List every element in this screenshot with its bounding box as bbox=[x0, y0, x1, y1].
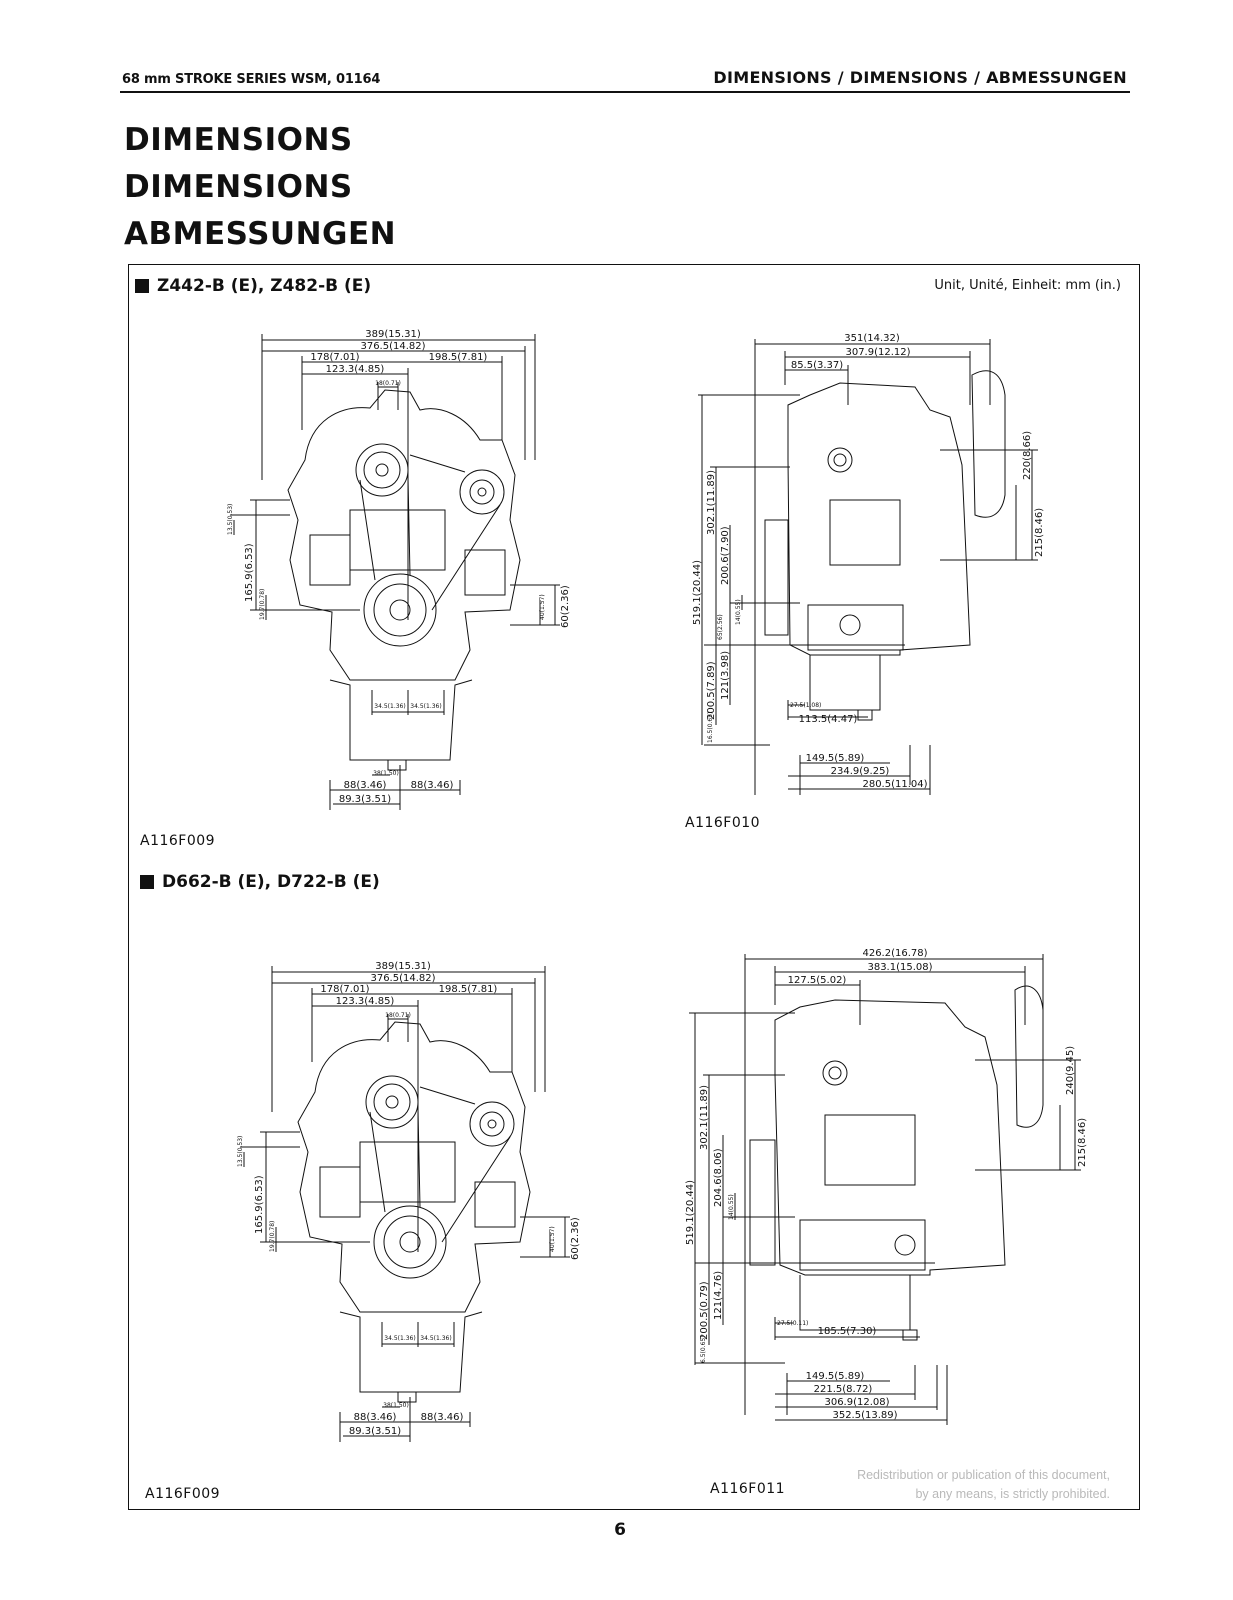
dim-overall-height: 519.1(20.44) bbox=[692, 560, 703, 625]
dim-small-offset: 18(0.71) bbox=[375, 380, 401, 387]
figure-code: A116F009 bbox=[145, 1486, 221, 1502]
dim-mount-b: 149.5(5.89) bbox=[806, 753, 865, 764]
dim-length-2: 383.1(15.08) bbox=[867, 962, 932, 973]
dim-mount-b: 149.5(5.89) bbox=[806, 1371, 865, 1382]
page-title-en: DIMENSIONS bbox=[124, 122, 353, 158]
dim-mount-offset: 89.3(3.51) bbox=[339, 794, 391, 805]
drawing-frame bbox=[128, 264, 1140, 1510]
page-title-de: ABMESSUNGEN bbox=[124, 216, 397, 252]
dim-height-upper: 302.1(11.89) bbox=[699, 1085, 710, 1150]
dim-fan-offset: 215(8.46) bbox=[1034, 508, 1045, 557]
dim-overall-width: 389(15.31) bbox=[375, 961, 431, 972]
dim-height-upper: 302.1(11.89) bbox=[706, 470, 717, 535]
dim-fan-height: 240(9.45) bbox=[1065, 1046, 1076, 1095]
dim-right-small: 40(1.57) bbox=[539, 594, 546, 620]
dim-mount-right: 88(3.46) bbox=[421, 1412, 464, 1423]
page-number: 6 bbox=[614, 1520, 626, 1540]
dim-right-width: 198.5(7.81) bbox=[429, 352, 488, 363]
dim-height-lower: 200.5(7.89) bbox=[706, 661, 717, 720]
dim-mount-a: 185.5(7.30) bbox=[818, 1326, 877, 1337]
header-series: 68 mm STROKE SERIES WSM, 01164 bbox=[122, 72, 381, 87]
dim-fan-height: 220(8.66) bbox=[1022, 431, 1033, 480]
dim-height-upper-2: 204.6(8.06) bbox=[713, 1148, 724, 1207]
dim-drain-plug: 38(1.50) bbox=[383, 1402, 409, 1409]
unit-note: Unit, Unité, Einheit: mm (in.) bbox=[934, 278, 1121, 293]
dim-front-offset: 85.5(3.37) bbox=[791, 360, 843, 371]
dim-left-bottom: 19.7(0.78) bbox=[259, 589, 266, 620]
dim-right-height: 60(2.36) bbox=[570, 1217, 581, 1260]
dim-small-1: 14(0.55) bbox=[728, 1194, 735, 1220]
dim-overall-length: 426.2(16.78) bbox=[862, 948, 927, 959]
dim-right-small: 40(1.57) bbox=[549, 1226, 556, 1252]
dim-right-width: 198.5(7.81) bbox=[439, 984, 498, 995]
dim-overall-height: 519.1(20.44) bbox=[685, 1180, 696, 1245]
section-title-d-series: D662-B (E), D722-B (E) bbox=[140, 872, 380, 892]
dim-mount-c: 234.9(9.25) bbox=[831, 766, 890, 777]
dim-small-3: 6.5(0.65) bbox=[700, 1335, 707, 1363]
dim-drain-plug: 38(1.50) bbox=[373, 770, 399, 777]
dim-mount-right: 88(3.46) bbox=[411, 780, 454, 791]
header-section: DIMENSIONS / DIMENSIONS / ABMESSUNGEN bbox=[713, 68, 1127, 87]
dim-mount-d: 280.5(11.04) bbox=[862, 779, 927, 790]
dim-left-width: 178(7.01) bbox=[320, 984, 369, 995]
figure-code: A116F011 bbox=[710, 1481, 786, 1497]
dim-small-4: 27.5(0.11) bbox=[777, 1320, 808, 1327]
figure-code: A116F009 bbox=[140, 833, 216, 849]
front-view-drawing-z: 389(15.31) 376.5(14.82) 178(7.01) 198.5(… bbox=[227, 329, 571, 810]
dim-mount-e: 352.5(13.89) bbox=[832, 1410, 897, 1421]
dim-height-upper-2: 200.6(7.90) bbox=[720, 526, 731, 585]
dim-front-offset: 127.5(5.02) bbox=[788, 975, 847, 986]
dim-left-height: 165.9(6.53) bbox=[254, 1175, 265, 1234]
dim-bottom-right-half: 34.5(1.36) bbox=[410, 703, 441, 710]
dim-small-1: 65(2.56) bbox=[717, 614, 724, 640]
dim-small-offset: 18(0.71) bbox=[385, 1012, 411, 1019]
dim-center-offset: 123.3(4.85) bbox=[326, 364, 385, 375]
page-title-fr: DIMENSIONS bbox=[124, 169, 353, 205]
section-title-z-series: Z442-B (E), Z482-B (E) bbox=[135, 276, 371, 296]
bullet-square-icon bbox=[135, 279, 149, 293]
bullet-square-icon bbox=[140, 875, 154, 889]
dim-left-height: 165.9(6.53) bbox=[244, 543, 255, 602]
dim-bottom-left-half: 34.5(1.36) bbox=[384, 1335, 415, 1342]
dim-length-2: 307.9(12.12) bbox=[845, 347, 910, 358]
side-view-drawing-z: 351(14.32) 307.9(12.12) 85.5(3.37) 519.1… bbox=[692, 333, 1045, 795]
dim-fan-offset: 215(8.46) bbox=[1077, 1118, 1088, 1167]
header-rule bbox=[120, 91, 1130, 93]
dim-mount-a: 113.5(4.47) bbox=[799, 714, 858, 725]
dim-left-small: 13.5(0.53) bbox=[237, 1136, 244, 1167]
dim-mount-d: 306.9(12.08) bbox=[824, 1397, 889, 1408]
dim-mount-left: 88(3.46) bbox=[354, 1412, 397, 1423]
dim-height-lower: 200.5(0.79) bbox=[699, 1281, 710, 1340]
dim-height-lower-2: 121(4.76) bbox=[713, 1271, 724, 1320]
dim-small-2: 14(0.55) bbox=[735, 599, 742, 625]
dim-right-height: 60(2.36) bbox=[560, 585, 571, 628]
dim-overall-width: 389(15.31) bbox=[365, 329, 421, 340]
dim-mount-left: 88(3.46) bbox=[344, 780, 387, 791]
dim-small-3: 16.5(0.65) bbox=[707, 712, 714, 743]
dim-mount-offset: 89.3(3.51) bbox=[349, 1426, 401, 1437]
dim-bottom-right-half: 34.5(1.36) bbox=[420, 1335, 451, 1342]
figure-code: A116F010 bbox=[685, 815, 761, 831]
dim-height-lower-2: 121(3.98) bbox=[720, 651, 731, 700]
redistribution-notice: Redistribution or publication of this do… bbox=[857, 1468, 1110, 1501]
side-view-drawing-d: 426.2(16.78) 383.1(15.08) 127.5(5.02) 51… bbox=[685, 948, 1088, 1425]
dim-center-offset: 123.3(4.85) bbox=[336, 996, 395, 1007]
dim-left-bottom: 19.7(0.78) bbox=[269, 1221, 276, 1252]
dim-left-small: 13.5(0.53) bbox=[227, 504, 234, 535]
dim-width-2: 376.5(14.82) bbox=[360, 341, 425, 352]
dim-left-width: 178(7.01) bbox=[310, 352, 359, 363]
dim-width-2: 376.5(14.82) bbox=[370, 973, 435, 984]
front-view-drawing-d: 389(15.31) 376.5(14.82) 178(7.01) 198.5(… bbox=[237, 961, 581, 1442]
dim-overall-length: 351(14.32) bbox=[844, 333, 900, 344]
dim-small-4: 27.5(1.08) bbox=[790, 702, 821, 709]
dim-bottom-left-half: 34.5(1.36) bbox=[374, 703, 405, 710]
dim-mount-c: 221.5(8.72) bbox=[814, 1384, 873, 1395]
